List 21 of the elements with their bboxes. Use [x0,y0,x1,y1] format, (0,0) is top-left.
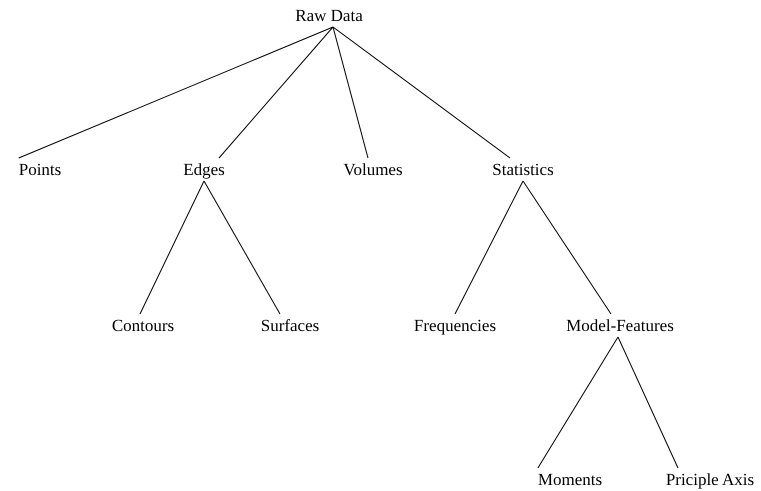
node-label: Model-Features [566,316,674,336]
connector-line [204,180,280,314]
connector-line [18,26,334,158]
connector-line [454,180,524,314]
connector-line [537,336,618,468]
connector-line [218,26,334,158]
connector-line [522,180,612,314]
node-label: Volumes [343,160,403,180]
connector-line [140,180,204,314]
node-label: Priciple Axis [666,470,754,490]
node-label: Contours [112,316,174,336]
node-label: Moments [538,470,602,490]
node-label: Raw Data [295,6,363,26]
node-label: Surfaces [260,316,320,336]
node-label: Frequencies [414,316,496,336]
connector-line [332,26,510,158]
node-label: Points [18,160,62,180]
connector-line [332,26,368,158]
node-label: Edges [183,160,225,180]
connector-line [618,336,678,468]
node-label: Statistics [492,160,554,180]
